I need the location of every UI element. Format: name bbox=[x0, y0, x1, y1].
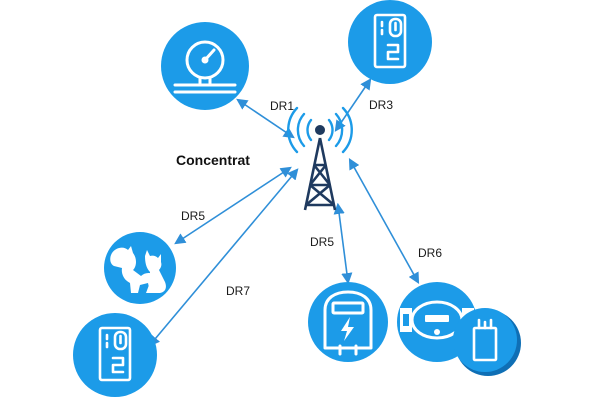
link-cabinet-bottom bbox=[148, 168, 299, 347]
link-label-meter: DR5 bbox=[310, 235, 334, 249]
control-cabinet-icon bbox=[98, 326, 132, 382]
remote-device-icon bbox=[472, 318, 498, 362]
link-label-cabinet-bottom: DR7 bbox=[226, 284, 250, 298]
link-gauge bbox=[236, 98, 295, 139]
remote-device-node bbox=[453, 308, 521, 376]
gauge-node bbox=[161, 22, 249, 110]
pressure-gauge-icon bbox=[173, 40, 237, 94]
links bbox=[148, 78, 420, 347]
link-label-pets: DR5 bbox=[181, 209, 205, 223]
signal-tower-icon bbox=[287, 106, 353, 211]
cabinet-bottom-node bbox=[73, 313, 157, 397]
control-cabinet-icon bbox=[373, 13, 407, 69]
lightning-icon bbox=[341, 317, 354, 341]
cat-and-dog-icon bbox=[110, 246, 166, 293]
link-meter bbox=[333, 202, 353, 285]
cabinet-top-node bbox=[348, 0, 432, 84]
link-label-gauge: DR1 bbox=[270, 99, 294, 113]
link-label-flow-meter: DR6 bbox=[418, 246, 442, 260]
link-pets bbox=[174, 166, 292, 245]
electric-meter-icon bbox=[323, 290, 373, 356]
link-flow-meter bbox=[348, 158, 420, 284]
meter-node bbox=[308, 282, 388, 362]
pets-node bbox=[104, 232, 176, 304]
concentrator-label: Concentrat bbox=[176, 152, 250, 168]
link-label-cabinet-top: DR3 bbox=[369, 98, 393, 112]
